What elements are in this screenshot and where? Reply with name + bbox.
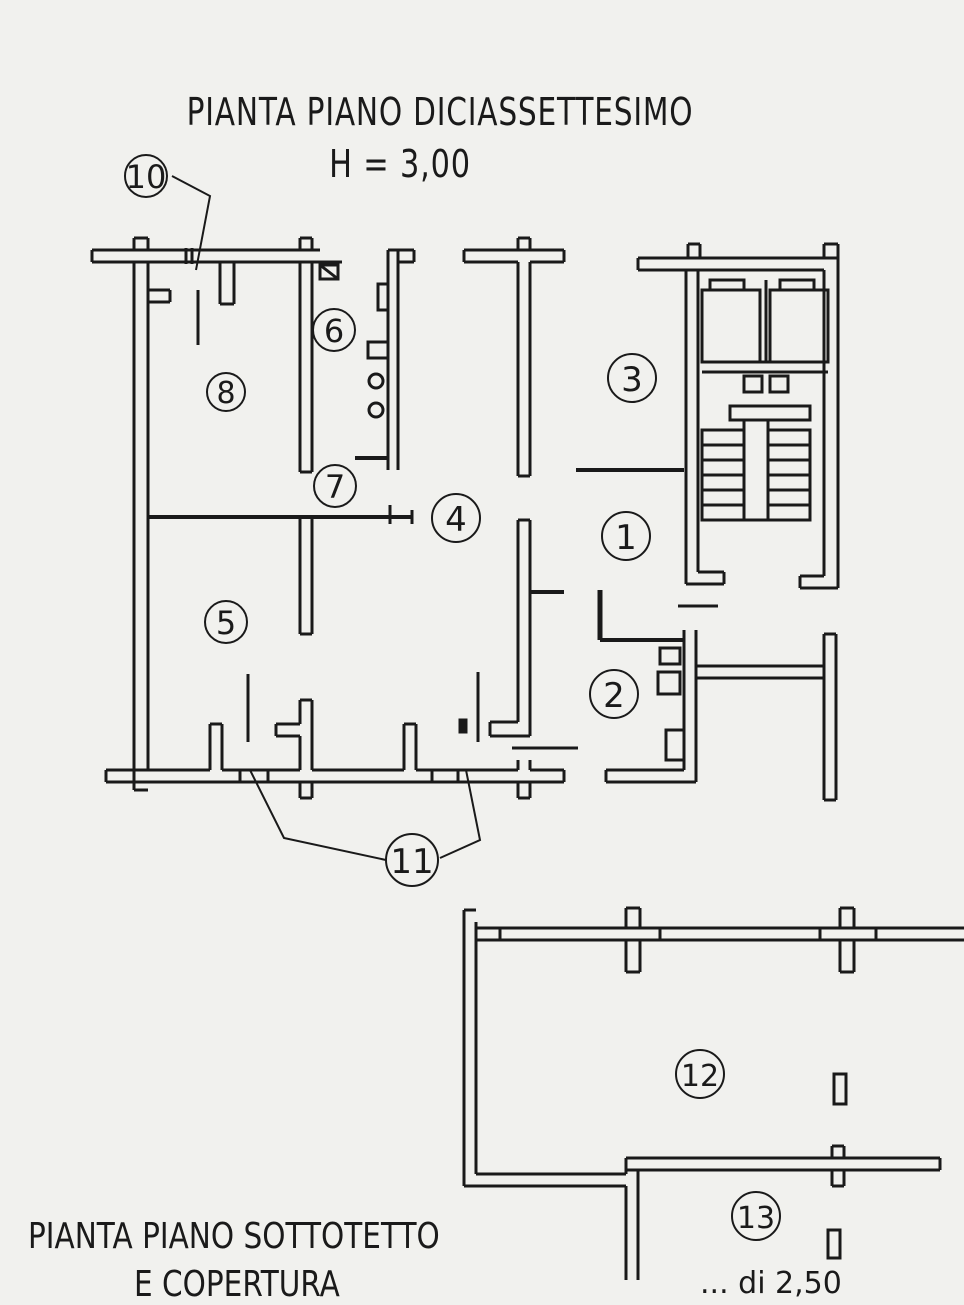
svg-text:5: 5 bbox=[216, 604, 236, 642]
attic-plan bbox=[462, 906, 964, 1280]
attic-height-note: ... di 2,50 bbox=[700, 1266, 842, 1301]
wall-room5-partition bbox=[298, 517, 314, 636]
svg-text:6: 6 bbox=[324, 312, 344, 350]
svg-text:1: 1 bbox=[615, 518, 637, 558]
wall-corridor-lower bbox=[458, 518, 578, 750]
wall-corridor-upper bbox=[462, 236, 566, 478]
room-marker-12: 12 bbox=[675, 1049, 725, 1099]
svg-text:10: 10 bbox=[126, 158, 167, 196]
room-marker-10: 10 bbox=[124, 154, 168, 198]
room-marker-2: 2 bbox=[589, 669, 639, 719]
leader-lines bbox=[171, 175, 482, 861]
attic-plan-title-line2: E COPERTURA bbox=[134, 1264, 340, 1305]
stair-core bbox=[636, 242, 840, 590]
svg-text:8: 8 bbox=[216, 376, 235, 411]
room-marker-13: 13 bbox=[731, 1191, 781, 1241]
wall-bottom bbox=[104, 674, 566, 800]
wall-bathroom bbox=[312, 248, 416, 470]
svg-text:11: 11 bbox=[390, 842, 433, 882]
svg-text:13: 13 bbox=[737, 1201, 775, 1236]
svg-text:3: 3 bbox=[621, 360, 643, 400]
wall-left bbox=[132, 262, 172, 792]
ceiling-height-label: H = 3,00 bbox=[329, 142, 471, 186]
room-marker-3: 3 bbox=[607, 353, 657, 403]
wall-top-left bbox=[90, 236, 320, 264]
plan-title: PIANTA PIANO DICIASSETTESIMO bbox=[186, 90, 694, 134]
room-marker-8: 8 bbox=[206, 372, 246, 412]
room-marker-11: 11 bbox=[385, 833, 439, 887]
room-marker-4: 4 bbox=[431, 493, 481, 543]
wall-room8-room6 bbox=[298, 262, 314, 474]
room-marker-5: 5 bbox=[204, 600, 248, 644]
svg-text:4: 4 bbox=[445, 500, 467, 540]
room-marker-1: 1 bbox=[601, 511, 651, 561]
room-marker-7: 7 bbox=[313, 464, 357, 508]
room-marker-6: 6 bbox=[312, 308, 356, 352]
svg-text:7: 7 bbox=[325, 468, 345, 506]
attic-plan-title: PIANTA PIANO SOTTOTETTO bbox=[28, 1216, 440, 1257]
svg-text:12: 12 bbox=[681, 1059, 719, 1094]
svg-text:2: 2 bbox=[603, 676, 625, 716]
room-markers: 10 8 6 7 4 3 1 bbox=[124, 154, 781, 1241]
wall-kitchen bbox=[597, 590, 838, 802]
